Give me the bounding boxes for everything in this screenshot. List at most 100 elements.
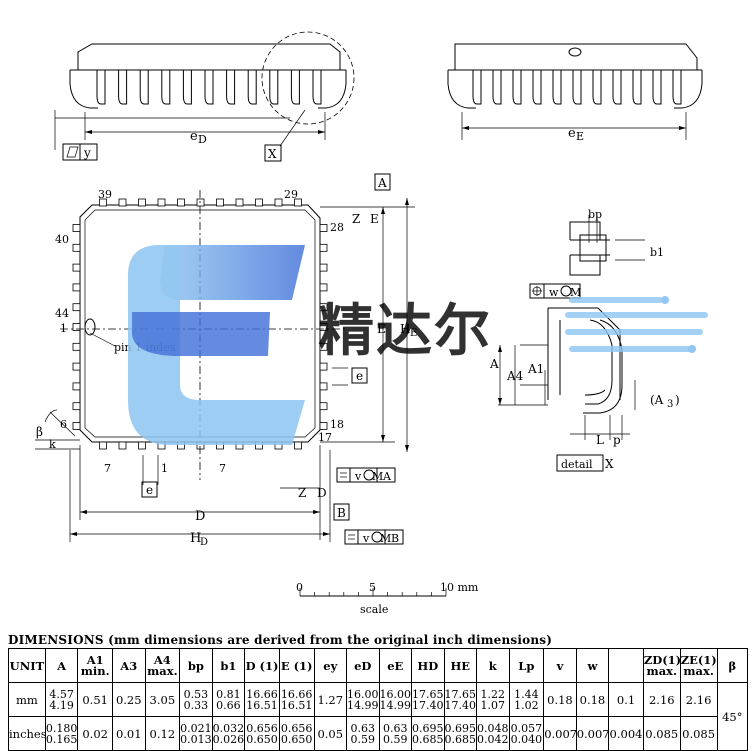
top-lead (216, 198, 224, 207)
left-lead (72, 283, 81, 292)
dim-header-cell: A3 (112, 648, 146, 683)
side-lead (472, 70, 482, 105)
dim-value-cell: 0.02 (77, 716, 113, 751)
dim-header-cell: D (1) (244, 648, 280, 683)
left-lead (72, 263, 81, 272)
side-lead (226, 70, 236, 105)
dim-value-cell: 0.1 (608, 682, 644, 717)
dim-value-cell: 0.51 (77, 682, 113, 717)
side-lead (552, 70, 562, 105)
dim-header-cell (608, 648, 644, 683)
side-lead (652, 70, 662, 105)
hd-label: H (190, 531, 201, 546)
pin-40: 40 (55, 233, 69, 246)
dim-value-cell: 0.004 (608, 716, 644, 751)
pin-44: 44 (55, 307, 69, 320)
right-lead (319, 323, 328, 331)
left-lead (72, 402, 81, 411)
p-label: p (613, 433, 621, 447)
e-right-label: E (377, 322, 386, 336)
dim-header-cell: β (716, 648, 749, 683)
dim-value-cell: 0.007 (543, 716, 577, 751)
side-lead (512, 70, 522, 105)
top-lead (118, 198, 127, 207)
side-lead (312, 70, 322, 105)
pin-7-right: 7 (219, 462, 226, 475)
detail-ref-x: X (268, 147, 277, 161)
scale-10: 10 mm (440, 581, 479, 594)
beta-label: β (36, 425, 43, 439)
d-label: D (195, 509, 205, 524)
detail-x-label: X (605, 457, 614, 471)
dim-header-cell: ZE(1)max. (679, 648, 718, 683)
side-lead (247, 70, 257, 105)
dim-ed-sub: D (198, 133, 207, 146)
dim-ee-label: e (568, 126, 576, 141)
side-lead (182, 70, 192, 105)
l-label: L (596, 433, 604, 447)
tol-v-ma-v: v (354, 470, 362, 483)
scale-5: 5 (369, 581, 376, 594)
watermark-dot (661, 296, 669, 304)
a3-sub: 3 (667, 399, 673, 410)
side-lead (118, 70, 128, 105)
tol-w-m: M (570, 286, 581, 299)
dim-ed-label: e (190, 129, 198, 144)
dim-header-cell: b1 (211, 648, 246, 683)
left-lead (72, 323, 81, 331)
dim-value-cell: 0.18 (543, 682, 577, 717)
dim-header-cell: HE (443, 648, 478, 683)
side-lead (290, 70, 300, 105)
side-lead (139, 70, 149, 105)
scale-word: scale (360, 603, 388, 616)
dim-header-cell: eE (378, 648, 413, 683)
left-lead (72, 224, 81, 232)
dim-value-cell: 1.27 (313, 682, 348, 717)
top-lead (235, 198, 244, 207)
z-e-label: Z (352, 212, 360, 226)
left-lead (72, 243, 81, 252)
pin-18: 18 (330, 418, 344, 431)
top-lead (196, 198, 205, 207)
dim-header-cell: A (44, 648, 79, 683)
right-lead (319, 342, 328, 351)
dim-header-cell: UNIT (8, 648, 46, 683)
side-lead (572, 70, 582, 105)
tol-v-mb-m: M (380, 532, 391, 545)
he-sub: E (410, 328, 417, 339)
watermark-logo: 精达尔 (128, 245, 708, 445)
left-lead (72, 382, 81, 391)
flatness-y: y (83, 146, 91, 160)
tol-v-ma-a: A (382, 470, 392, 483)
left-lead (72, 362, 81, 371)
right-lead (319, 243, 328, 252)
dim-header-cell: bp (179, 648, 213, 683)
dim-header-cell: ZD(1)max. (642, 648, 681, 683)
dim-header-cell: v (543, 648, 577, 683)
left-lead (72, 303, 81, 312)
top-lead (255, 198, 263, 207)
dim-value-cell: 0.12 (144, 716, 181, 751)
tol-v-mb-b: B (391, 532, 399, 545)
tol-v-mb-v: v (362, 532, 370, 545)
dim-header-cell: E (1) (278, 648, 315, 683)
datum-a: A (377, 176, 387, 190)
dim-header-cell: k (476, 648, 510, 683)
k-label: k (49, 438, 56, 451)
a3-label: (A (650, 393, 664, 407)
dim-value-cell: 0.007 (575, 716, 610, 751)
hd-sub: D (200, 537, 208, 548)
